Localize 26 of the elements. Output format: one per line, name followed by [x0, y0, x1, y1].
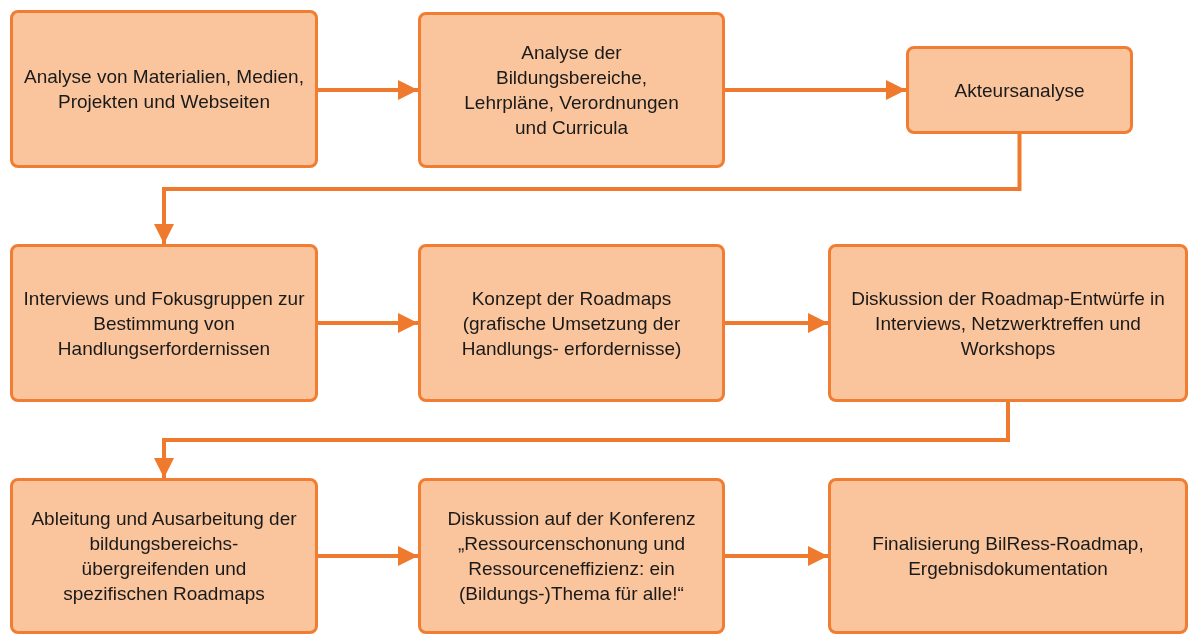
process-box	[828, 478, 1188, 634]
arrow	[725, 313, 828, 333]
box-text: Diskussion der Roadmap-Entwürfe in Interviews, Netzwerktreffen und Workshops	[850, 286, 1166, 361]
box-text: Ableitung und Ausarbeitung der bildungsbereichs- übergreifenden und spezifischen Roadmaps	[30, 507, 298, 606]
box-text: Interviews und Fokusgruppen zur Bestimmung von Handlungserfordernissen	[22, 286, 306, 361]
arrow	[318, 546, 418, 566]
process-box	[418, 12, 725, 168]
box-text: Akteursanalyse	[954, 78, 1085, 103]
box-text: Analyse von Materialien, Medien, Projekten und Webseiten	[24, 65, 304, 114]
arrow	[154, 134, 1022, 244]
process-box	[828, 244, 1188, 402]
arrow	[318, 313, 418, 333]
process-box	[906, 46, 1133, 134]
process-box	[10, 478, 318, 634]
box-text: Konzept der Roadmaps (grafische Umsetzung der Handlungs- erfordernisse)	[460, 286, 683, 361]
process-box	[10, 10, 318, 168]
box-text: Finalisierung BilRess-Roadmap, Ergebnisdokumentation	[871, 532, 1145, 581]
arrow	[725, 546, 828, 566]
process-box	[418, 478, 725, 634]
arrow	[725, 80, 906, 100]
box-text: Analyse der Bildungsbereiche, Lehrpläne, Verordnungen und Curricula	[463, 41, 680, 140]
arrow	[318, 80, 418, 100]
process-box	[418, 244, 725, 402]
process-box	[10, 244, 318, 402]
box-text: Diskussion auf der Konferenz „Ressourcenschonung und Ressourceneffizienz: ein (Bildungs-)Thema für alle!“	[446, 507, 697, 606]
arrow	[154, 402, 1010, 478]
